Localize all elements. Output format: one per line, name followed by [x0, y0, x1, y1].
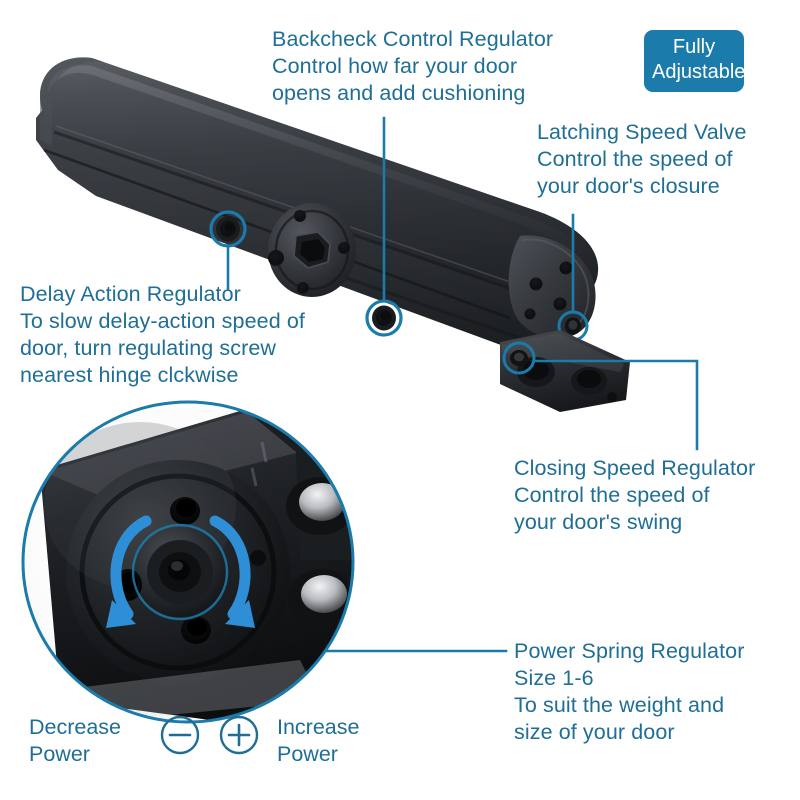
leader-power-spring: [184, 589, 508, 653]
minus-circle-icon: [160, 715, 200, 755]
decrease-power-line-2: Power: [29, 742, 90, 766]
badge-line-1: Fully: [672, 36, 716, 58]
callout-power-spring-desc-1: Size 1-6: [514, 666, 594, 690]
mounting-bracket: [500, 330, 630, 412]
decrease-power-label: Decrease Power: [29, 714, 121, 768]
magnified-detail-view: [21, 400, 355, 724]
badge-line-2: Adjustable: [652, 61, 746, 83]
callout-closing-speed: Closing Speed Regulator Control the spee…: [514, 455, 755, 536]
fully-adjustable-badge: Fully Adjustable: [644, 30, 746, 92]
power-adjust-icons: [160, 715, 259, 755]
callout-latching-speed-desc-1: Control the speed of: [537, 147, 733, 171]
callout-power-spring: Power Spring Regulator Size 1-6 To suit …: [514, 638, 744, 746]
decrease-power-line-1: Decrease: [29, 715, 122, 739]
callout-power-spring-desc-2: To suit the weight and: [514, 693, 725, 717]
callout-power-spring-title: Power Spring Regulator: [514, 639, 745, 663]
callout-delay-action-title: Delay Action Regulator: [20, 282, 241, 306]
rotation-arrows: [106, 515, 255, 628]
callout-closing-speed-title: Closing Speed Regulator: [514, 456, 756, 480]
right-end-cap: [508, 235, 596, 342]
callout-latching-speed-desc-2: your door's closure: [537, 174, 720, 198]
callout-power-spring-desc-3: size of your door: [514, 720, 675, 744]
callout-delay-action: Delay Action Regulator To slow delay-act…: [20, 281, 305, 389]
increase-power-label: Increase Power: [277, 714, 359, 768]
callout-backcheck-desc-1: Control how far your door: [272, 54, 518, 78]
callout-delay-action-desc-3: nearest hinge clckwise: [20, 363, 239, 387]
backcheck-screw: [365, 299, 403, 337]
callout-closing-speed-desc-2: your door's swing: [514, 510, 683, 534]
leader-closing-speed: [532, 359, 699, 451]
callout-backcheck: Backcheck Control Regulator Control how …: [272, 26, 553, 107]
delay-action-screw: [209, 210, 247, 248]
callout-backcheck-title: Backcheck Control Regulator: [272, 27, 554, 51]
increase-power-line-2: Power: [277, 742, 338, 766]
increase-power-line-1: Increase: [277, 715, 360, 739]
plus-circle-icon: [219, 715, 259, 755]
closing-speed-screw: [502, 341, 536, 375]
callout-closing-speed-desc-1: Control the speed of: [514, 483, 710, 507]
callout-latching-speed-title: Latching Speed Valve: [537, 120, 747, 144]
callout-delay-action-desc-2: door, turn regulating screw: [20, 336, 277, 360]
callout-backcheck-desc-2: opens and add cushioning: [272, 81, 526, 105]
callout-delay-action-desc-1: To slow delay-action speed of: [20, 309, 305, 333]
latching-speed-valve: [557, 310, 589, 342]
callout-latching-speed: Latching Speed Valve Control the speed o…: [537, 119, 747, 200]
